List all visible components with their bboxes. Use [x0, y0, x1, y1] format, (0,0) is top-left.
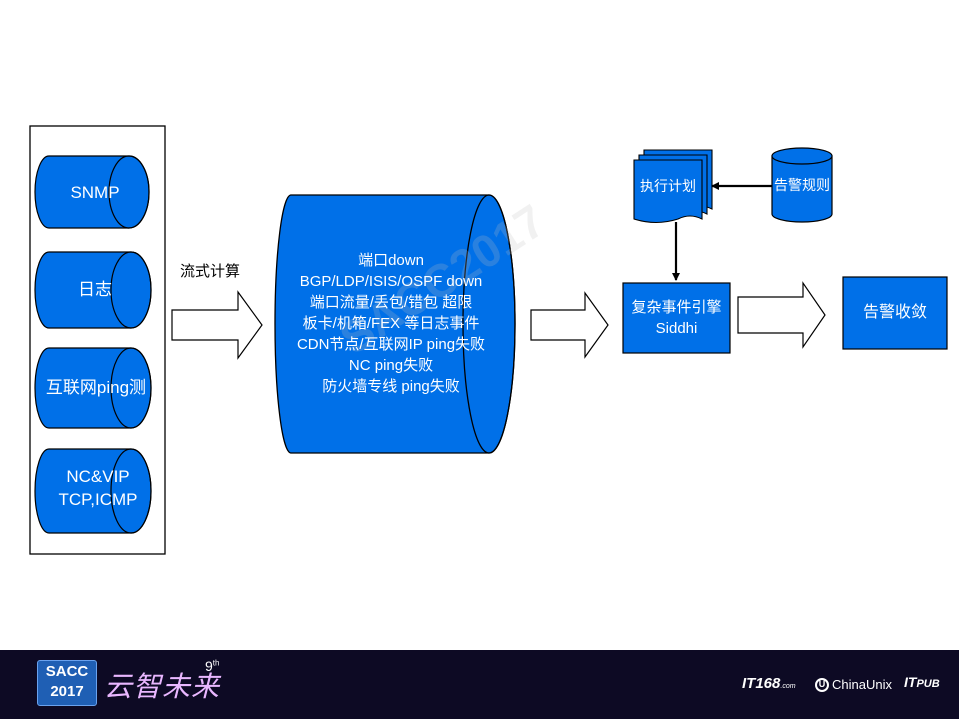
itpub-logo: ITPUB: [904, 674, 940, 690]
sacc-year: 2017: [50, 683, 84, 700]
event-item: BGP/LDP/ISIS/OSPF down: [299, 273, 483, 290]
convergence-arrow: [737, 281, 826, 349]
engine-label-line2: Siddhi: [655, 320, 698, 337]
alert-rules-label: 告警规则: [774, 177, 830, 193]
event-item: 板卡/机箱/FEX 等日志事件: [302, 315, 480, 332]
itpub-logo-a: IT: [904, 674, 917, 690]
alert-rules-cylinder: [771, 147, 833, 223]
chinaunix-icon: U: [815, 678, 829, 692]
execution-plan-label: 执行计划: [640, 178, 696, 194]
it168-logo-c: .com: [780, 683, 796, 690]
edition-number-value: 9: [205, 658, 213, 674]
diagram-shapes: [29, 125, 948, 555]
event-item: CDN节点/互联网IP ping失败: [296, 336, 486, 353]
alert-convergence-box: [842, 276, 948, 350]
logs-label: 日志: [78, 280, 112, 299]
it168-logo-a: IT: [742, 675, 756, 692]
engine-arrow: [530, 291, 609, 359]
event-store-cylinder: [274, 194, 516, 454]
execution-plan-doc: [633, 149, 713, 224]
engine-label-line1: 复杂事件引擎: [631, 299, 722, 316]
event-item: NC ping失败: [348, 357, 434, 374]
sacc-badge: SACC 2017: [37, 660, 97, 706]
snmp-label: SNMP: [70, 183, 120, 202]
event-engine-box: [622, 282, 731, 354]
snmp-cylinder: [34, 155, 150, 229]
nc-vip-label-line2: TCP,ICMP: [58, 490, 138, 509]
nc-vip-cylinder: [34, 448, 152, 534]
it168-logo: IT168.com: [742, 675, 796, 692]
sacc-text: SACC: [45, 663, 89, 680]
internet-ping-label: 互联网ping测: [45, 378, 147, 397]
event-list: 端口down BGP/LDP/ISIS/OSPF down 端口流量/丢包/错包…: [286, 250, 496, 397]
event-item: 端口流量/丢包/错包 超限: [309, 294, 473, 311]
stream-compute-label: 流式计算: [180, 263, 241, 280]
footer-banner: SACC 2017 云智未来 9th IT168.com U ChinaUnix…: [0, 650, 959, 719]
nc-vip-label-line1: NC&VIP: [66, 467, 130, 486]
edition-number: 9th: [205, 658, 219, 674]
itpub-logo-b: PUB: [916, 678, 940, 690]
internet-ping-cylinder: [34, 347, 152, 429]
stream-arrow: [171, 290, 263, 360]
flow-diagram: SACC2017 SNMP 日志 互联网ping测 NC&VIP TCP,ICM…: [29, 125, 948, 555]
it168-logo-b: 168: [755, 675, 781, 692]
edition-suffix: th: [212, 658, 220, 668]
chinaunix-logo: ChinaUnix: [832, 677, 892, 692]
slogan: 云智未来: [104, 670, 221, 703]
alert-convergence-label: 告警收敛: [862, 304, 927, 321]
event-item: 端口down: [358, 252, 424, 269]
chinaunix-icon-glyph: U: [818, 679, 826, 689]
event-item: 防火墙专线 ping失败: [322, 378, 460, 395]
logs-cylinder: [34, 251, 152, 329]
